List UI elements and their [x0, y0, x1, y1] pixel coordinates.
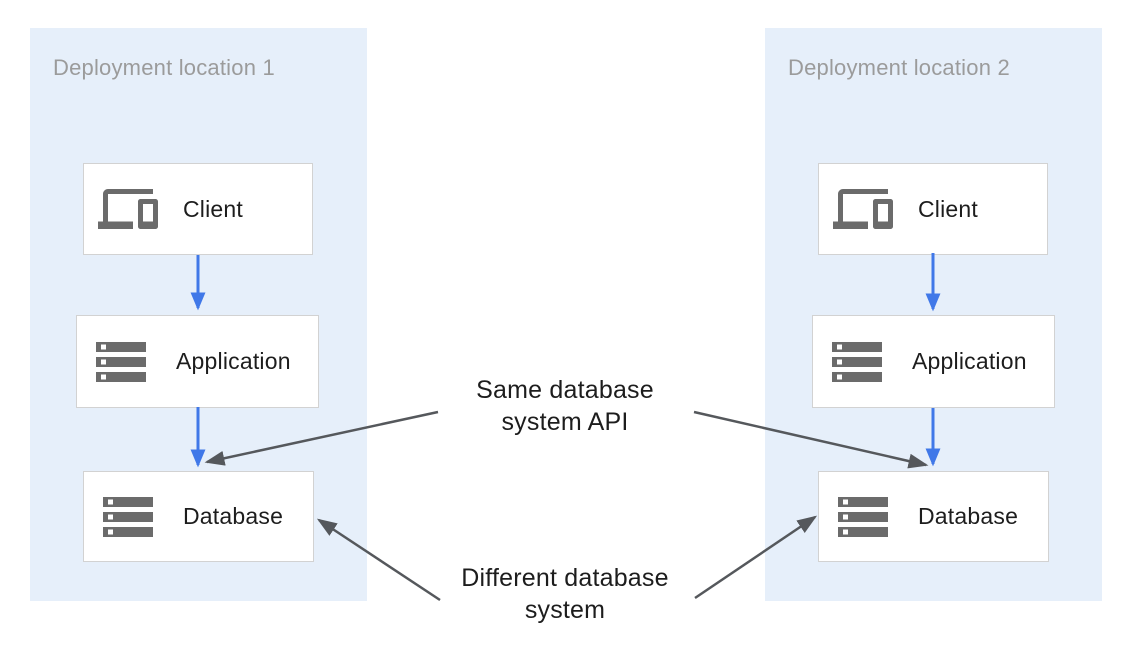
devices-icon [98, 179, 158, 239]
node-label: Client [918, 195, 979, 222]
annotation-line: Different database [461, 564, 669, 592]
node-label: Database [183, 503, 284, 529]
annotation-line: system [524, 596, 606, 624]
node-client-location-2: Client [818, 163, 1048, 255]
node-application-location-1: Application [76, 315, 319, 408]
deployment-location-2-panel: Deployment location 2 Client Application [765, 28, 1102, 601]
server-stack-icon [827, 332, 887, 392]
annotation-line: system API [501, 408, 629, 436]
node-application-location-2: Application [812, 315, 1055, 408]
panel-title: Deployment location 1 [53, 55, 275, 80]
server-stack-icon [833, 487, 893, 547]
node-label: Client [183, 195, 244, 222]
server-stack-icon [91, 332, 151, 392]
node-database-location-2: Database [818, 471, 1049, 562]
node-label: Application [176, 348, 291, 374]
annotation-different-database-system: Different database system [425, 562, 705, 626]
node-label: Application [912, 348, 1027, 374]
deployment-location-1-panel: Deployment location 1 Client Application [30, 28, 367, 601]
node-label: Database [918, 503, 1019, 529]
panel-title: Deployment location 2 [788, 55, 1010, 80]
node-client-location-1: Client [83, 163, 313, 255]
devices-icon [833, 179, 893, 239]
annotation-line: Same database [476, 376, 654, 404]
server-stack-icon [98, 487, 158, 547]
node-database-location-1: Database [83, 471, 314, 562]
annotation-same-database-system-api: Same database system API [425, 374, 705, 438]
